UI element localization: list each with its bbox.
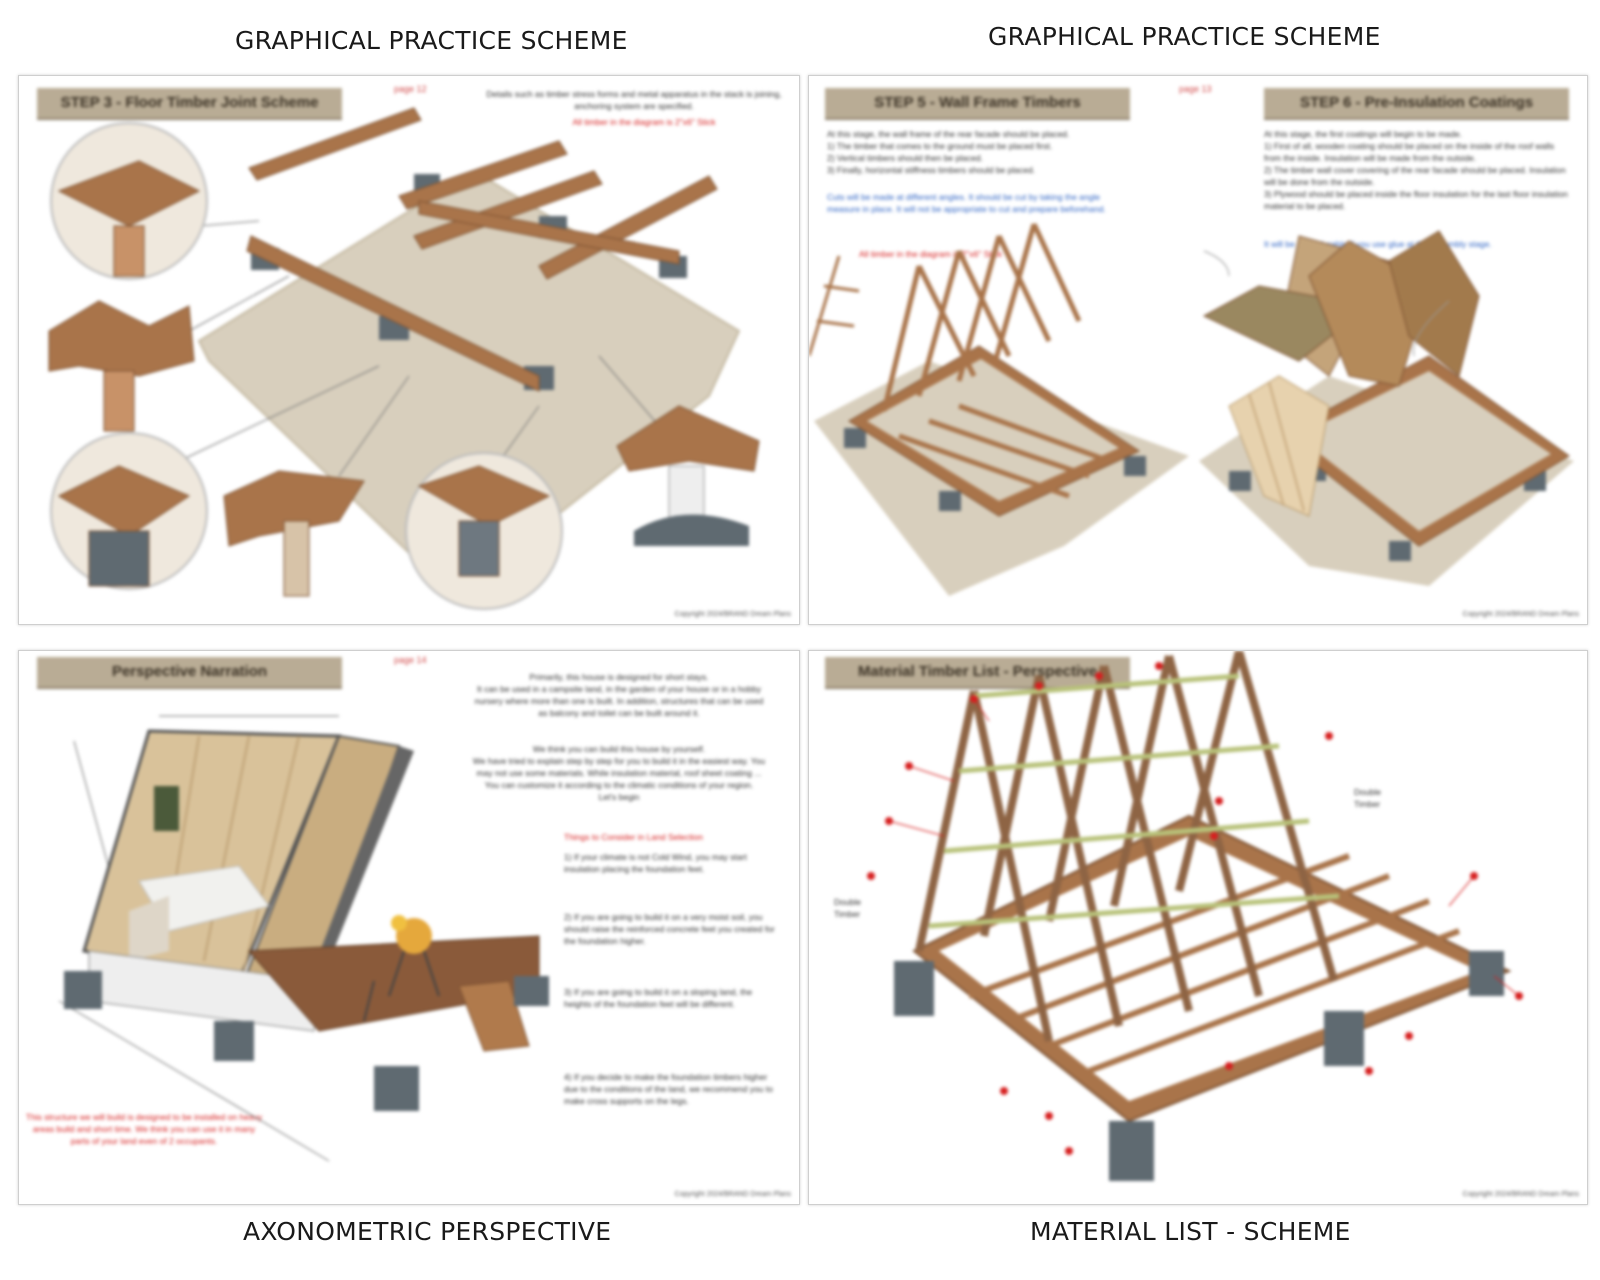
panel-header-right: STEP 6 - Pre-Insulation Coatings <box>1264 88 1569 120</box>
caption-top-left: GRAPHICAL PRACTICE SCHEME <box>235 26 628 55</box>
panel-note: Details such as timber stress forms and … <box>486 89 782 111</box>
copyright: Copyright 2024/BRAND Dream Plans <box>1462 611 1579 618</box>
copyright: Copyright 2024/BRAND Dream Plans <box>674 611 791 618</box>
panel-floor-joint-scheme: STEP 3 - Floor Timber Joint Scheme page … <box>18 75 800 625</box>
caption-top-right: GRAPHICAL PRACTICE SCHEME <box>988 22 1381 51</box>
material-frame-illustration <box>867 651 1523 1181</box>
label-double-timber-left: Double Timber <box>834 897 861 919</box>
narration-text-4: 2) If you are going to build it on a ver… <box>564 912 775 946</box>
text-left: At this stage, the wall frame of the rea… <box>827 129 1070 175</box>
copyright: Copyright 2024/BRAND Dream Plans <box>1462 1191 1579 1198</box>
page-number: page 13 <box>1179 84 1212 94</box>
panel-red-note: All timber in the diagram is 2"x6" Stick <box>572 117 716 127</box>
panel-header: STEP 3 - Floor Timber Joint Scheme <box>37 88 342 120</box>
panel-perspective-narration: Perspective Narration page 14 Primarily,… <box>18 650 800 1205</box>
narration-red-title: Things to Consider in Land Selection <box>564 832 703 842</box>
label-double-timber-right: Double Timber <box>1354 787 1381 809</box>
text-left-blue: Cuts will be made at different angles. I… <box>827 192 1106 214</box>
house-perspective-illustration <box>58 715 549 1162</box>
panel-header-left: STEP 5 - Wall Frame Timbers <box>825 88 1130 120</box>
page-number: page 12 <box>394 84 427 94</box>
narration-red-bottom: This structure we will build is designed… <box>25 1112 263 1146</box>
copyright: Copyright 2024/BRAND Dream Plans <box>674 1191 791 1198</box>
narration-text-1: Primarily, this house is designed for sh… <box>474 672 764 718</box>
text-right: At this stage, the first coatings will b… <box>1264 129 1568 211</box>
narration-text-5: 3) If you are going to build it on a slo… <box>564 987 753 1009</box>
narration-text-3: 1) If your climate is not Cold Wind, you… <box>564 852 747 874</box>
caption-bottom-left: AXONOMETRIC PERSPECTIVE <box>243 1217 612 1246</box>
panel-material-list: Material Timber List - Perspective Doubl… <box>808 650 1588 1205</box>
narration-text-6: 4) If you decide to make the foundation … <box>564 1072 773 1106</box>
page-number: page 14 <box>394 655 427 665</box>
narration-text-2: We think you can build this house by you… <box>472 744 766 802</box>
caption-bottom-right: MATERIAL LIST - SCHEME <box>1030 1217 1351 1246</box>
wall-frame-illustration <box>809 222 1574 596</box>
panel-header: Perspective Narration <box>37 657 342 689</box>
panel-wall-frame-coatings: STEP 5 - Wall Frame Timbers STEP 6 - Pre… <box>808 75 1588 625</box>
floor-joint-illustration <box>48 107 760 610</box>
